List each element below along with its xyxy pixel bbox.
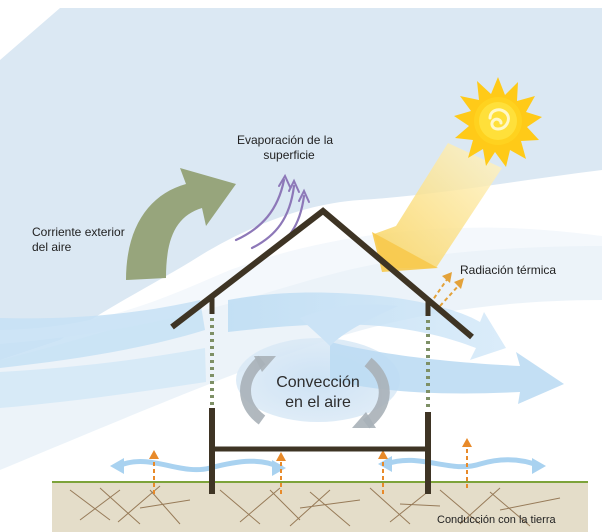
thermal-radiation-arrows-icon	[429, 277, 461, 307]
ground-airflow-left-head	[110, 458, 124, 474]
thermal-radiation-label-text: Radiación térmica	[460, 263, 557, 277]
ground-hatching	[69, 485, 561, 527]
convection-arrow-heads	[254, 356, 376, 428]
airflow-left	[0, 300, 205, 368]
heat-arrow-icon	[153, 444, 468, 494]
outside-air-arrow-icon	[126, 168, 236, 280]
house	[170, 207, 474, 494]
evaporation-label-line2: superficie	[263, 148, 315, 162]
outside-air-label: Corriente exterior del aire	[32, 225, 125, 255]
convection-label-line2: en el aire	[285, 394, 351, 411]
ground-conduction-label: Conducción con la tierra	[437, 513, 556, 528]
convection-arrows-icon	[240, 355, 390, 429]
heat-arrow-heads	[149, 438, 472, 461]
convection-label-line1: Convección	[276, 374, 360, 391]
thermal-radiation-heads	[442, 272, 464, 289]
ground-conduction-label-text: Conducción con la tierra	[437, 514, 556, 526]
airflow-tail	[300, 304, 398, 346]
ground-airflow-right-tail	[532, 458, 546, 474]
sun-icon	[454, 77, 542, 167]
ground-airflow-left	[117, 458, 284, 473]
ground-airflow-left-tail	[272, 460, 286, 476]
evaporation-label: Evaporación de la superficie	[237, 133, 333, 163]
sun-beam-head	[372, 232, 438, 272]
outside-air-label-line2: del aire	[32, 240, 72, 254]
airflow-left-2	[0, 348, 206, 408]
evaporation-arrows-icon	[234, 173, 310, 256]
ground-airflow-right	[385, 457, 541, 470]
sky-band-lower	[0, 240, 602, 470]
outside-air-label-line1: Corriente exterior	[32, 225, 125, 239]
convection-label: Convección en el aire	[262, 373, 374, 413]
evaporation-label-line1: Evaporación de la	[237, 133, 334, 147]
thermal-radiation-label: Radiación térmica	[460, 263, 556, 278]
roof	[170, 207, 474, 340]
ground-airflow-right-head	[378, 456, 392, 472]
sun-beam	[374, 143, 502, 268]
